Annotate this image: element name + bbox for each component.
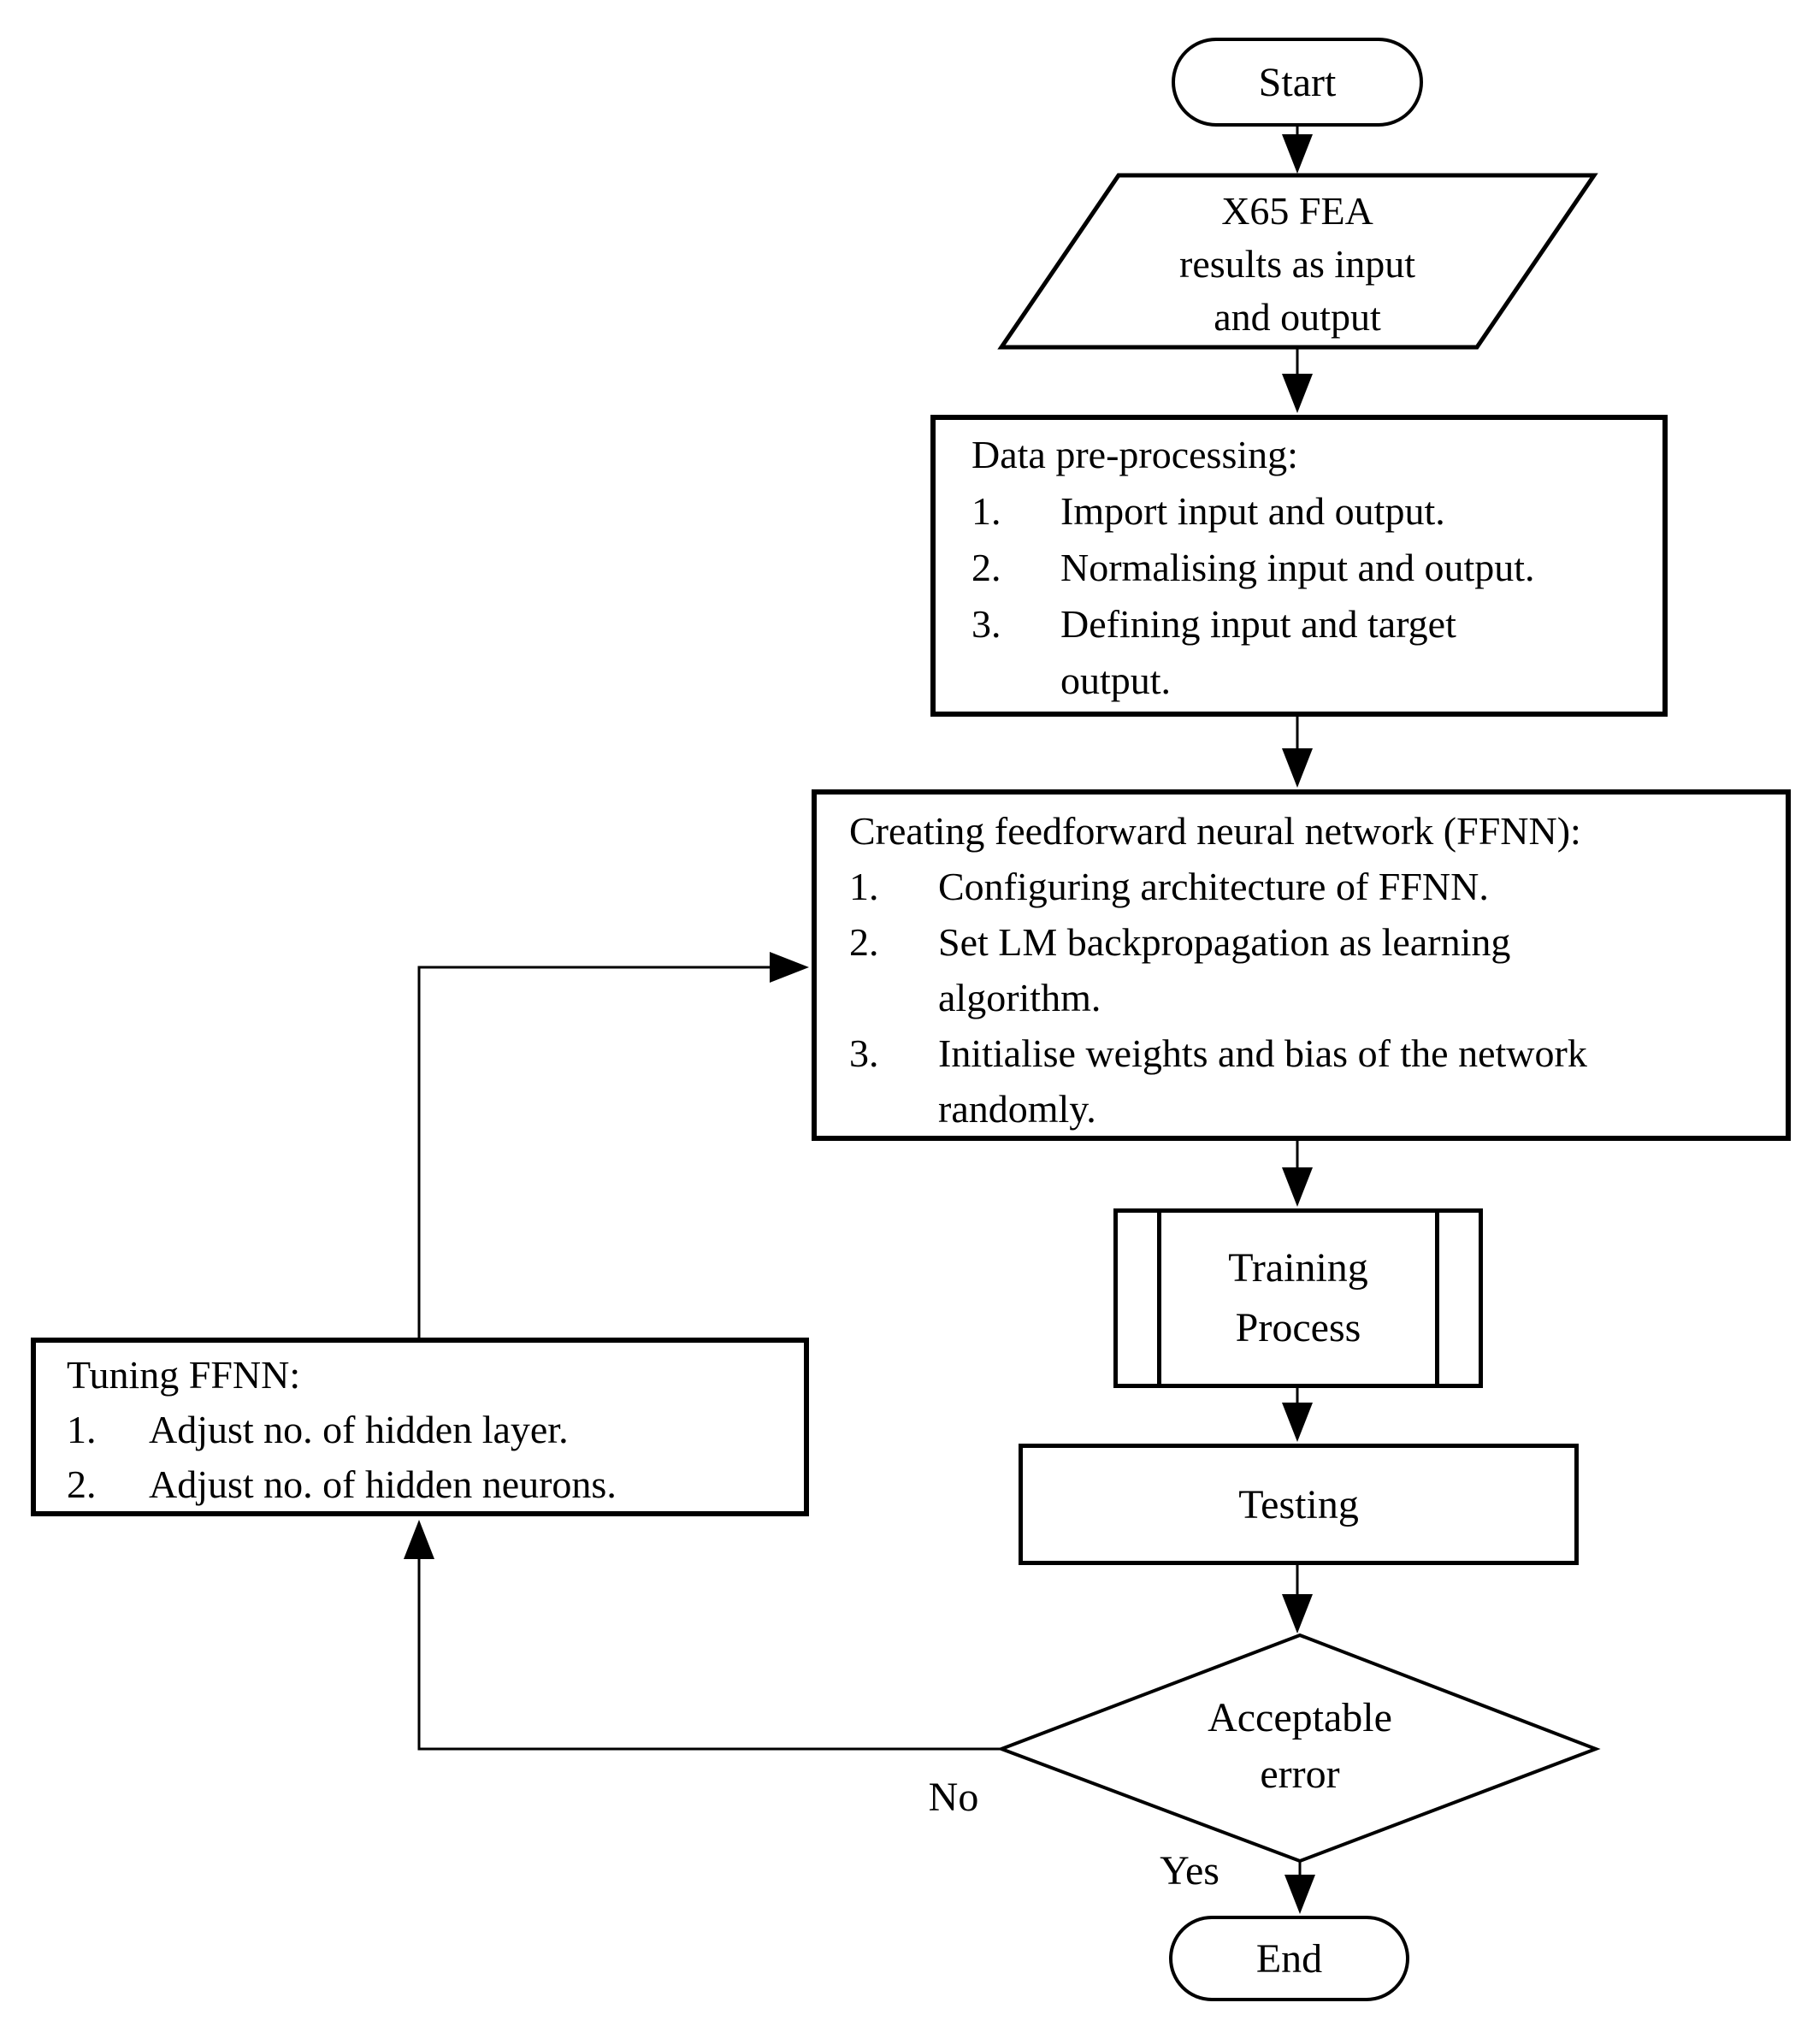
- preprocess-box: Data pre-processing: 1. Import input and…: [930, 415, 1668, 717]
- yes-branch-label: Yes: [1160, 1848, 1219, 1893]
- training-line: Process: [1235, 1305, 1361, 1350]
- preprocess-title: Data pre-processing:: [971, 433, 1298, 476]
- predefined-bar-left: [1157, 1213, 1161, 1384]
- item-text: output.: [1060, 659, 1172, 702]
- list-item: 2. Normalising input and output.: [971, 540, 1651, 596]
- item-text: randomly.: [938, 1087, 1096, 1131]
- list-item: 2. Set LM backpropagation as learning al…: [849, 914, 1774, 1025]
- decision-line: error: [1260, 1752, 1340, 1797]
- training-line: Training: [1228, 1245, 1368, 1291]
- ffnn-box: Creating feedforward neural network (FFN…: [812, 789, 1791, 1141]
- item-text: Import input and output.: [1060, 489, 1445, 533]
- item-number: 2.: [971, 546, 1001, 589]
- io-line: X65 FEA: [1221, 189, 1373, 233]
- item-number: 3.: [971, 602, 1001, 646]
- testing-label: Testing: [1238, 1481, 1359, 1527]
- item-number: 2.: [849, 920, 879, 964]
- predefined-bar-right: [1435, 1213, 1439, 1384]
- training-process-box: Training Process: [1113, 1208, 1483, 1388]
- item-text: Normalising input and output.: [1060, 546, 1535, 589]
- item-number: 3.: [849, 1031, 879, 1075]
- end-terminator: End: [1169, 1916, 1409, 2001]
- end-label: End: [1255, 1935, 1323, 1982]
- item-text: Defining input and target: [1060, 602, 1456, 646]
- ffnn-title: Creating feedforward neural network (FFN…: [849, 809, 1581, 853]
- start-label: Start: [1258, 59, 1337, 105]
- item-text: Adjust no. of hidden neurons.: [149, 1462, 617, 1506]
- list-item: 3. Initialise weights and bias of the ne…: [849, 1025, 1774, 1137]
- io-line: and output: [1214, 295, 1381, 339]
- edge-tuning-to-ffnn: [417, 952, 809, 1338]
- decision-line: Acceptable: [1208, 1695, 1392, 1740]
- io-line: results as input: [1179, 242, 1415, 286]
- io-parallelogram: [997, 173, 1598, 350]
- io-label: X65 FEA results as input and output: [1041, 185, 1554, 344]
- list-item: 3. Defining input and target output.: [971, 596, 1651, 709]
- item-text: Set LM backpropagation as learning: [938, 920, 1511, 964]
- list-item: 2. Adjust no. of hidden neurons.: [67, 1457, 797, 1512]
- item-text: Adjust no. of hidden layer.: [149, 1408, 569, 1451]
- decision-label: Acceptable error: [1086, 1690, 1514, 1803]
- item-number: 1.: [971, 489, 1001, 533]
- item-text: Initialise weights and bias of the netwo…: [938, 1031, 1587, 1075]
- tuning-box: Tuning FFNN: 1. Adjust no. of hidden lay…: [31, 1338, 809, 1516]
- list-item: 1. Adjust no. of hidden layer.: [67, 1403, 797, 1457]
- item-text: algorithm.: [938, 976, 1101, 1019]
- list-item: 1. Configuring architecture of FFNN.: [849, 859, 1774, 914]
- no-branch-label: No: [928, 1775, 979, 1820]
- item-number: 1.: [849, 865, 879, 908]
- edge-decision-no-to-tuning: [404, 1520, 1001, 1751]
- start-terminator: Start: [1172, 38, 1423, 127]
- list-item: 1. Import input and output.: [971, 483, 1651, 540]
- item-number: 1.: [67, 1408, 97, 1451]
- item-text: Configuring architecture of FFNN.: [938, 865, 1489, 908]
- item-number: 2.: [67, 1462, 97, 1506]
- tuning-title: Tuning FFNN:: [67, 1353, 301, 1397]
- testing-box: Testing: [1019, 1444, 1579, 1565]
